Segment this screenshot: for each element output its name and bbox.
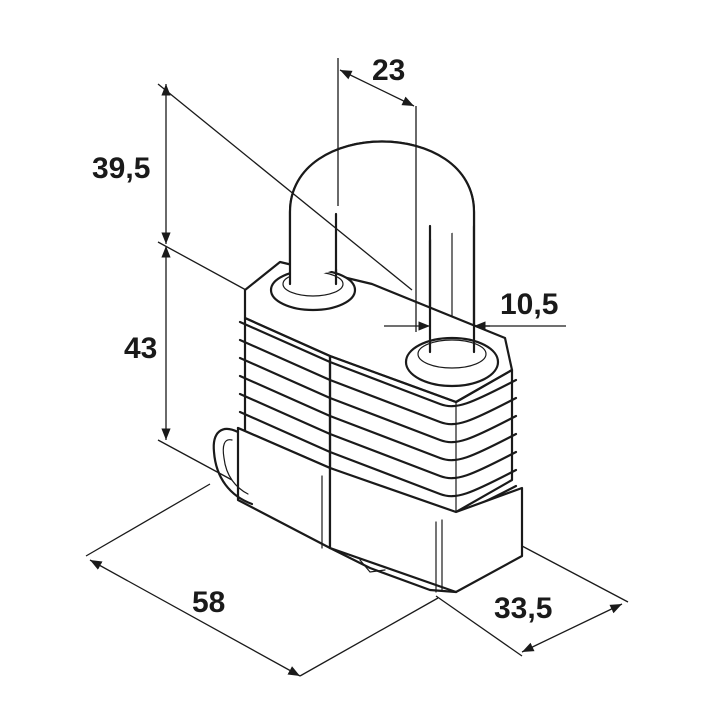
left-collar <box>269 140 476 312</box>
label-body-height: 43 <box>124 332 157 365</box>
label-body-width: 58 <box>192 586 225 619</box>
label-body-depth: 33,5 <box>494 592 552 625</box>
dimension-labels: 39,5 43 23 10,5 58 33,5 <box>92 54 558 625</box>
key-bumper <box>212 427 254 506</box>
bottom-housing <box>236 426 524 594</box>
label-shackle-inner-width: 23 <box>372 54 405 87</box>
dimension-lines <box>85 58 629 677</box>
label-shackle-diameter: 10,5 <box>500 288 558 321</box>
laminated-plates-left <box>236 316 332 480</box>
label-shackle-clearance: 39,5 <box>92 152 150 185</box>
lock-body <box>212 140 524 594</box>
right-collar <box>404 224 500 388</box>
